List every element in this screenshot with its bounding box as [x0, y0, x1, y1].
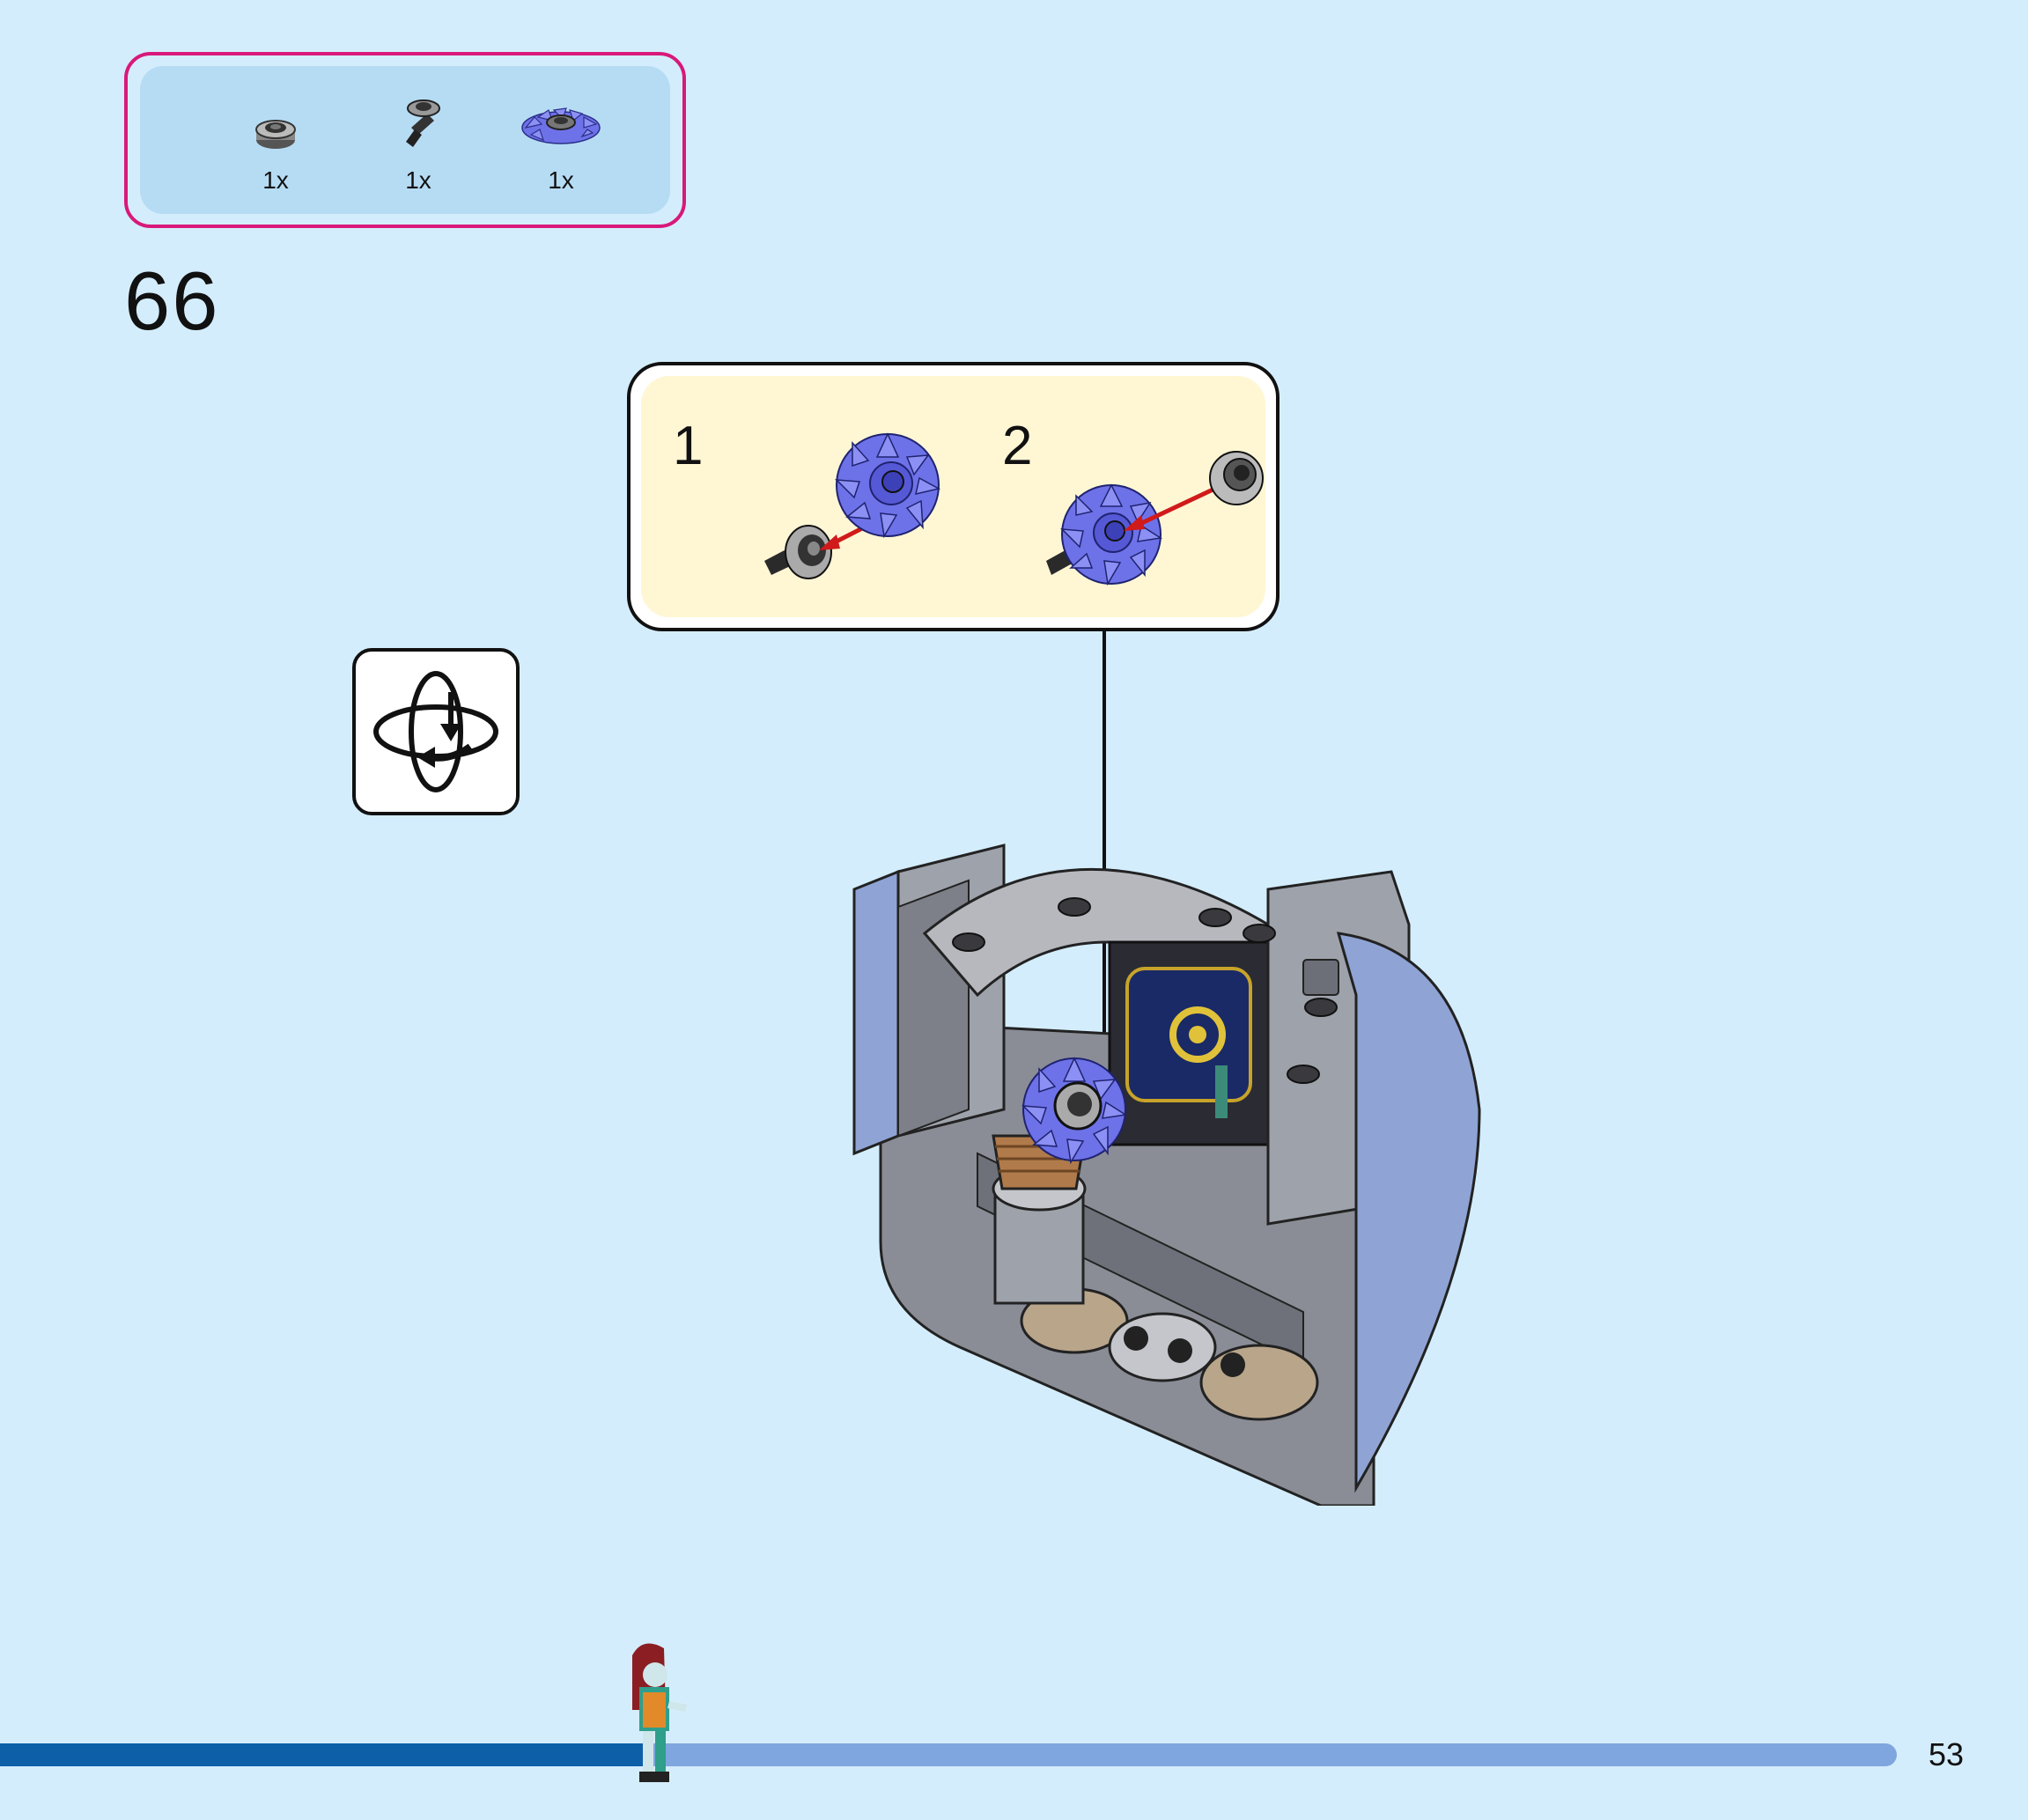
bar-with-round-plate-icon — [764, 525, 832, 579]
subassembly-panel: 1 2 — [641, 376, 1265, 617]
part-item-flower: 1x — [508, 66, 614, 198]
red-arrow-head — [819, 534, 840, 550]
red-arrow-head — [1124, 515, 1145, 531]
step-number: 66 — [124, 254, 220, 347]
red-arrow-line — [1131, 483, 1224, 530]
studs — [952, 897, 1338, 1084]
rotate-model-icon — [373, 671, 498, 792]
blue-flower-plate-icon — [521, 107, 601, 144]
rounded-panel — [1336, 932, 1481, 1493]
bar-with-round-plate-icon — [406, 99, 440, 147]
round-plate-dark-icon — [255, 120, 296, 149]
substep-number: 1 — [673, 416, 704, 476]
progress-bar-completed — [0, 1743, 652, 1766]
subassembly-callout: 1 2 — [627, 362, 1279, 631]
part-item-round-plate: 1x — [223, 66, 328, 198]
blue-flower-plate-icon — [1060, 483, 1163, 586]
parts-list-panel: 1x 1x — [140, 66, 670, 214]
parts-list: 1x 1x — [124, 52, 686, 228]
blue-flower-plate-icon — [835, 432, 941, 539]
part-item-bar-plate: 1x — [365, 66, 471, 198]
substep-1-illustration — [764, 432, 941, 579]
part-quantity: 1x — [405, 166, 431, 194]
placed-flower — [1021, 1057, 1128, 1165]
model-assembly-illustration — [852, 844, 1481, 1506]
substep-2-illustration — [1046, 451, 1264, 586]
rotate-indicator — [352, 648, 520, 815]
page-number: 53 — [1928, 1736, 1965, 1772]
progress-bar-remaining — [652, 1743, 1897, 1766]
substep-number: 2 — [1002, 416, 1033, 476]
part-quantity: 1x — [262, 166, 289, 194]
round-plate-dark-icon — [1209, 451, 1264, 505]
part-quantity: 1x — [548, 166, 574, 194]
minifigure-progress-marker — [632, 1643, 687, 1782]
